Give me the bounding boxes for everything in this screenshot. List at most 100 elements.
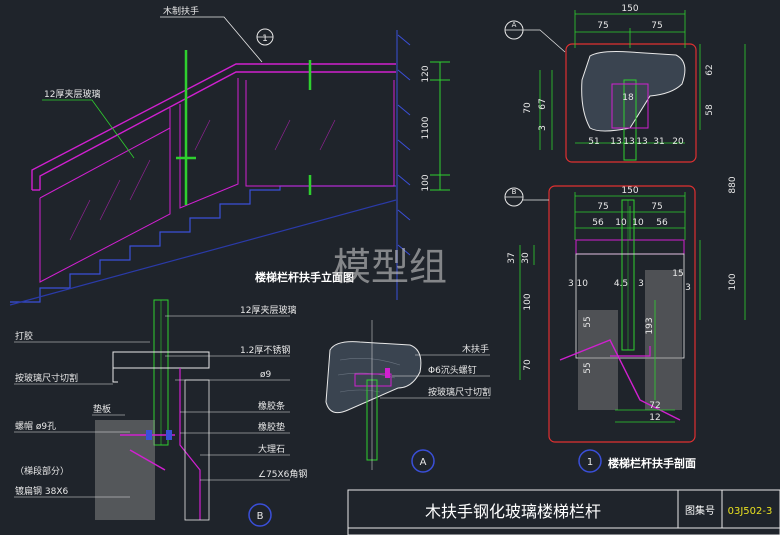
dim-100r: 100	[728, 273, 738, 290]
a-wood-handrail	[325, 341, 422, 414]
dim-13a: 13	[610, 137, 621, 147]
section-marker-b-label: B	[257, 511, 264, 522]
dim-mid-w: 150	[621, 186, 638, 196]
a-screw	[385, 368, 390, 378]
a-label-cut: 按玻璃尺寸切割	[428, 386, 491, 398]
dim-55b: 55	[583, 362, 593, 373]
elevation-view: 120 1100 100 木制扶手 12厚夹层玻璃 1 楼梯栏杆扶手立面图	[9, 5, 450, 306]
detail-marker-b-label: B	[512, 188, 517, 196]
dim-top-l: 75	[597, 21, 608, 31]
dim-72: 72	[649, 401, 660, 411]
dim-top-w: 150	[621, 4, 638, 14]
dim-62: 62	[705, 64, 715, 75]
dim-37: 37	[507, 252, 517, 263]
dim-310: 3 10	[568, 279, 588, 289]
section-a-view: 木扶手 Φ6沉头螺钉 按玻璃尺寸切割 A	[325, 320, 491, 473]
dim-67: 67	[538, 98, 548, 109]
dim-100: 100	[421, 174, 431, 191]
section-marker-a	[411, 449, 435, 473]
dim-193: 193	[645, 317, 655, 334]
dim-13b: 13	[623, 137, 634, 147]
detail-a-channel	[611, 83, 649, 129]
b-label-marble: 大理石	[258, 443, 285, 455]
dim-120: 120	[421, 65, 431, 82]
b-label-steel: 1.2厚不锈钢	[240, 344, 290, 356]
handrail-leader	[160, 16, 263, 63]
dim-top-r: 75	[651, 21, 662, 31]
a-channel	[354, 373, 392, 387]
b-label-embed: （梯段部分）	[15, 465, 69, 477]
watermark: 模型组	[333, 245, 447, 289]
dim-13c: 13	[636, 137, 647, 147]
dim-1100: 1100	[421, 116, 431, 139]
b-label-glasssize: 按玻璃尺寸切割	[15, 372, 78, 384]
section-marker-a-label: A	[420, 457, 427, 468]
detail-marker-1	[578, 449, 602, 473]
handrail-line	[31, 63, 396, 191]
section-marker-1-label: 1	[262, 34, 268, 44]
dim-15: 15	[672, 269, 683, 279]
glass-label: 12厚夹层玻璃	[44, 88, 100, 100]
b-fixings	[146, 430, 172, 440]
a-label-wood: 木扶手	[462, 343, 489, 355]
b-channel-edge	[112, 352, 118, 383]
section-b-view: 12厚夹层玻璃 1.2厚不锈钢 ø9 橡胶条 橡胶垫 大理石 ∠75X6角钢 打…	[14, 299, 307, 527]
detail-a-frame	[565, 43, 697, 163]
detail-a-handrail	[581, 51, 686, 132]
glass-leader	[42, 99, 135, 159]
detail-b-base	[575, 253, 685, 359]
elevation-dimensions	[430, 61, 450, 191]
b-concrete	[95, 420, 155, 520]
title-block-atlas-label: 图集号	[685, 504, 715, 517]
dim-55a: 55	[583, 316, 593, 327]
detail-title: 楼梯栏杆扶手剖面	[608, 456, 696, 470]
glass-panels	[39, 78, 395, 283]
dim-51: 51	[588, 137, 599, 147]
detail-marker-a-leader	[523, 29, 566, 53]
detail-b-concrete	[578, 270, 682, 410]
dim-3c: 3	[685, 283, 691, 293]
elevation-title: 楼梯栏杆扶手立面图	[255, 270, 354, 284]
title-block-title: 木扶手钢化玻璃楼梯栏杆	[425, 502, 601, 521]
dim-56b: 56	[656, 218, 668, 228]
b-label-flat: 镀扁钢 38X6	[15, 485, 68, 497]
b-wall	[184, 379, 210, 521]
b-step-profile	[179, 368, 201, 520]
dim-30: 30	[521, 252, 531, 264]
dim-31: 31	[653, 137, 664, 147]
handrail-label: 木制扶手	[163, 5, 199, 17]
dim-45: 4.5	[614, 279, 628, 289]
b-label-glass: 12厚夹层玻璃	[240, 304, 296, 316]
b-label-rubber: 橡胶条	[258, 400, 285, 412]
title-block: 木扶手钢化玻璃楼梯栏杆 图集号 03J502-3	[347, 489, 780, 535]
section-marker-b	[248, 503, 272, 527]
stair-steps	[9, 185, 397, 306]
dim-56a: 56	[592, 218, 604, 228]
detail-b-frame	[548, 185, 696, 443]
detail-b-cap	[575, 239, 685, 255]
detail-b-angle	[610, 346, 651, 357]
b-leaders	[14, 315, 290, 498]
detail-a-glass	[623, 79, 637, 161]
wall-hatch	[396, 30, 411, 300]
a-leaders	[380, 354, 490, 399]
a-label-screw: Φ6沉头螺钉	[428, 365, 477, 376]
dim-3a: 3	[538, 125, 548, 131]
b-label-diam: ø9	[260, 370, 272, 380]
dim-3b: 3	[638, 279, 644, 289]
b-label-glue: 打胶	[15, 330, 33, 342]
detail-marker-a-label: A	[512, 21, 517, 29]
dim-100l: 100	[523, 293, 533, 310]
dim-mid-r: 75	[651, 202, 662, 212]
dim-18: 18	[622, 93, 634, 103]
dim-70b: 70	[523, 359, 533, 371]
dim-70a: 70	[523, 102, 533, 114]
dim-10a: 10	[615, 218, 627, 228]
glass-clips	[176, 50, 312, 205]
section-detail-view: 150 75 75 150 75 75 56 10 10 56 51 13 13…	[504, 4, 746, 473]
dim-20: 20	[672, 137, 684, 147]
b-label-rubber2: 橡胶垫	[258, 421, 285, 433]
dim-10b: 10	[632, 218, 644, 228]
detail-marker-1-label: 1	[587, 457, 593, 468]
